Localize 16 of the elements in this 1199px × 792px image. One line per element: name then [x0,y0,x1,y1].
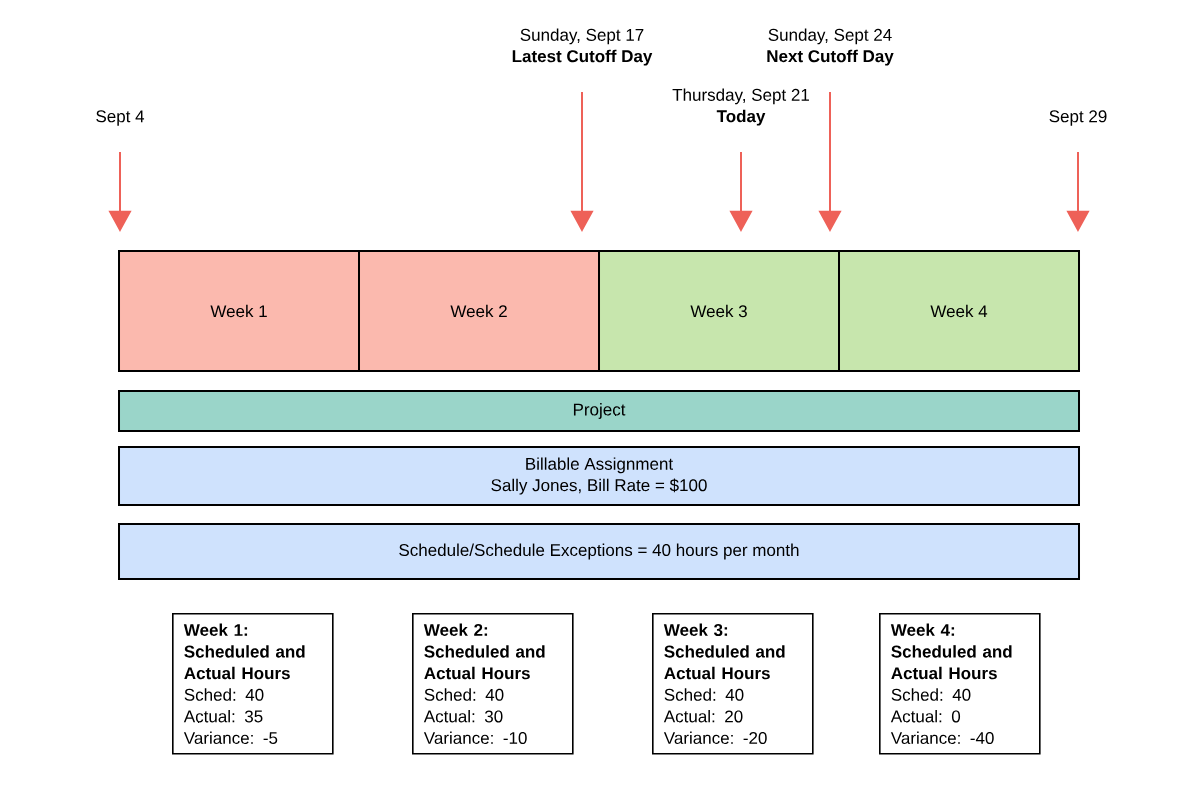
project-bar: Project [118,390,1080,432]
date-label: Sunday, Sept 17 Latest Cutoff Day [512,28,653,66]
week-box: Week 4 [838,250,1080,372]
summary-box: Week 4: Scheduled and Actual Hours Sched: 40 Actual: 0 Variance: -40 [879,613,1041,755]
summary-box: Week 1: Scheduled and Actual Hours Sched: 40 Actual: 35 Variance: -5 [172,613,334,755]
date-label: Sept 4 [96,110,145,126]
date-label: Sunday, Sept 24 Next Cutoff Day [767,28,894,66]
week-box: Week 1 [118,250,360,372]
assignment-bar: Billable Assignment Sally Jones, Bill Rate = $100 [118,446,1080,506]
summary-box: Week 3: Scheduled and Actual Hours Sched: 40 Actual: 20 Variance: -20 [652,613,814,755]
schedule-bar: Schedule/Schedule Exceptions = 40 hours per month [118,523,1080,580]
date-label: Sept 29 [1049,110,1107,126]
summary-box: Week 2: Scheduled and Actual Hours Sched: 40 Actual: 30 Variance: -10 [412,613,574,755]
week-box: Week 3 [598,250,840,372]
date-label: Thursday, Sept 21 Today [672,88,809,126]
week-box: Week 2 [358,250,600,372]
